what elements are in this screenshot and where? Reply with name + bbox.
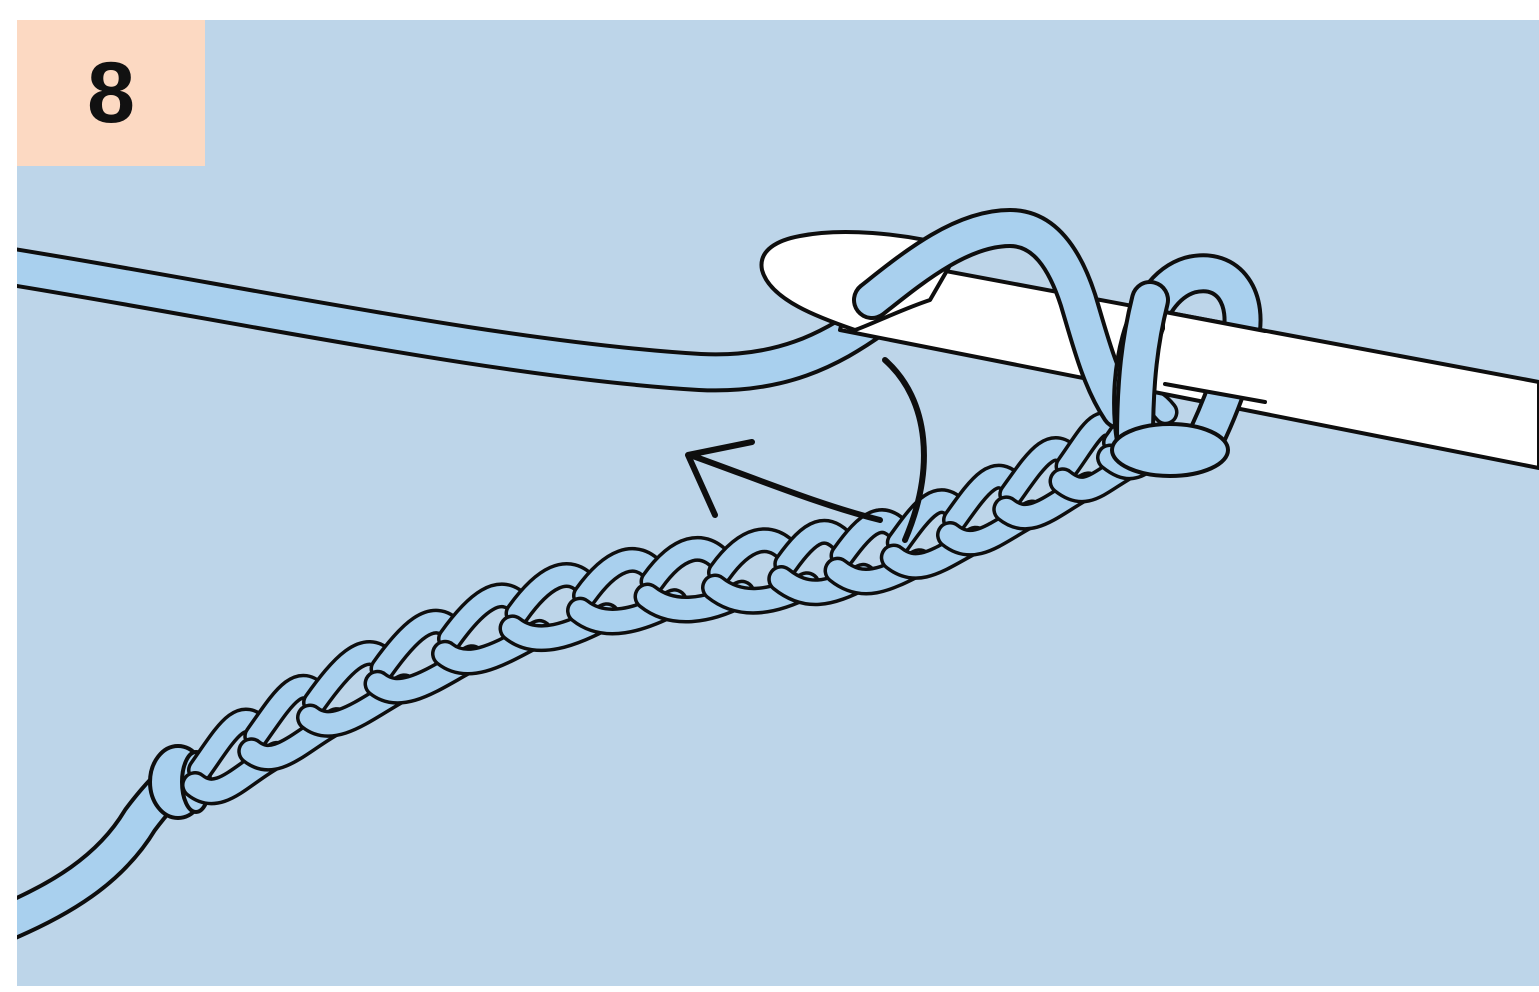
step-number: 8 [87,44,135,143]
diagram-background [17,20,1539,986]
step-number-badge: 8 [17,20,205,166]
